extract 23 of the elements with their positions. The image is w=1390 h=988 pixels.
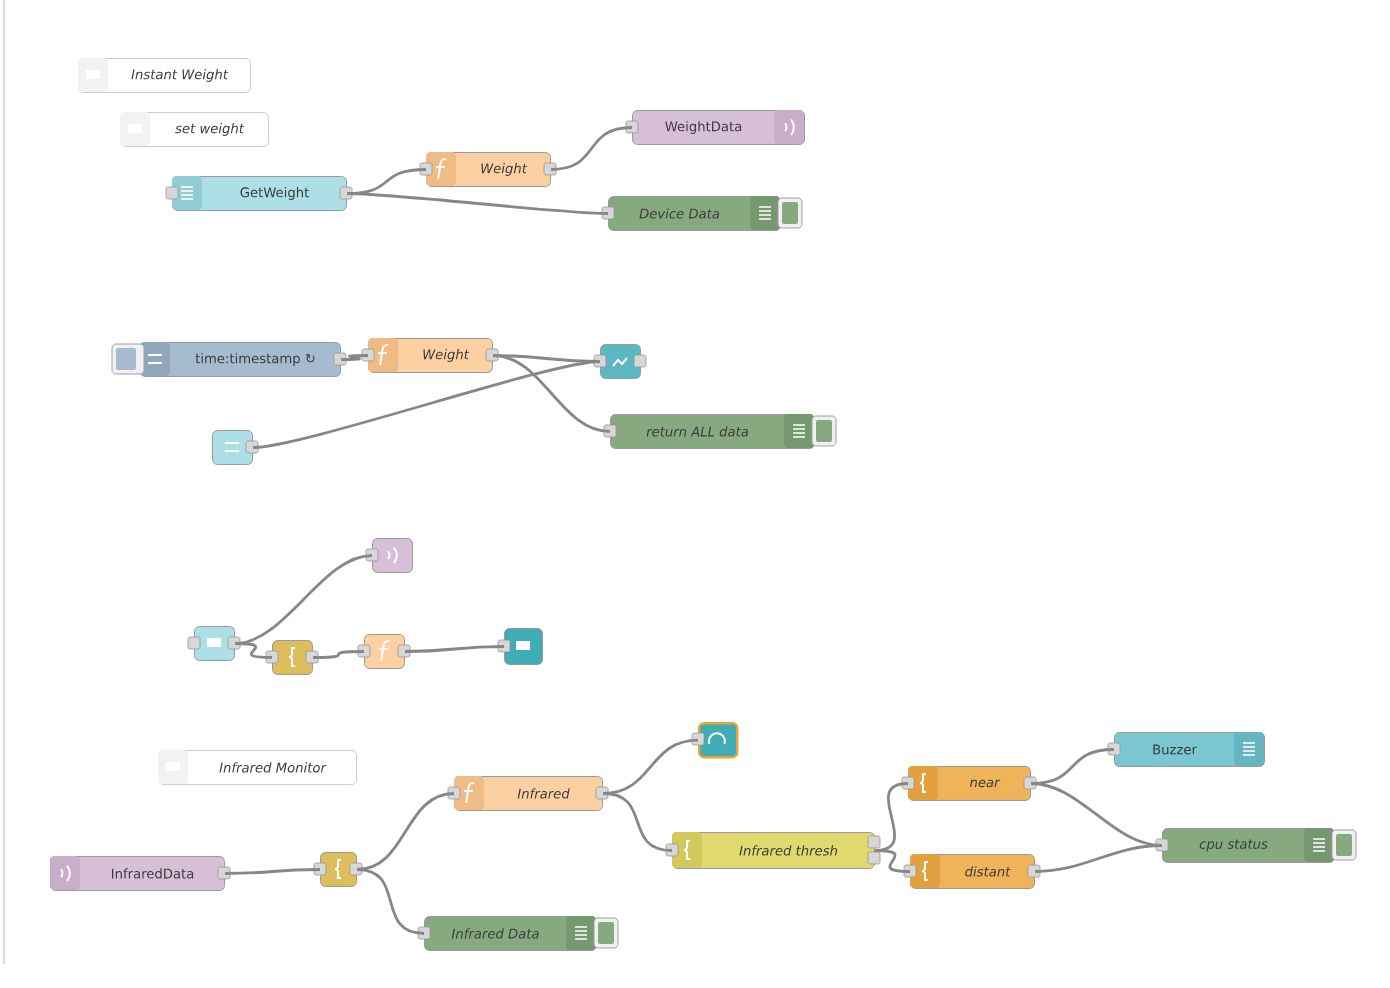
connector: [405, 645, 505, 653]
icon-node: [365, 538, 413, 573]
icon-node: [497, 628, 543, 665]
icon-node: [313, 852, 363, 887]
connector: [550, 126, 633, 171]
connector: [252, 360, 601, 449]
connector: [492, 354, 611, 433]
connector: [225, 868, 321, 875]
connector: [602, 792, 673, 852]
connector: [347, 192, 609, 215]
connector: [1034, 844, 1163, 873]
connector: [356, 792, 455, 871]
icon-node: [187, 626, 241, 661]
connector: [356, 868, 425, 935]
icon-node: [691, 722, 739, 759]
icon-node: [212, 430, 259, 465]
icon-node: [357, 634, 411, 669]
connector: [341, 354, 369, 361]
connector: [313, 650, 365, 659]
connector: [874, 849, 911, 873]
icon-node: [265, 640, 319, 675]
connector: [235, 642, 273, 659]
icon-node: [593, 344, 647, 379]
